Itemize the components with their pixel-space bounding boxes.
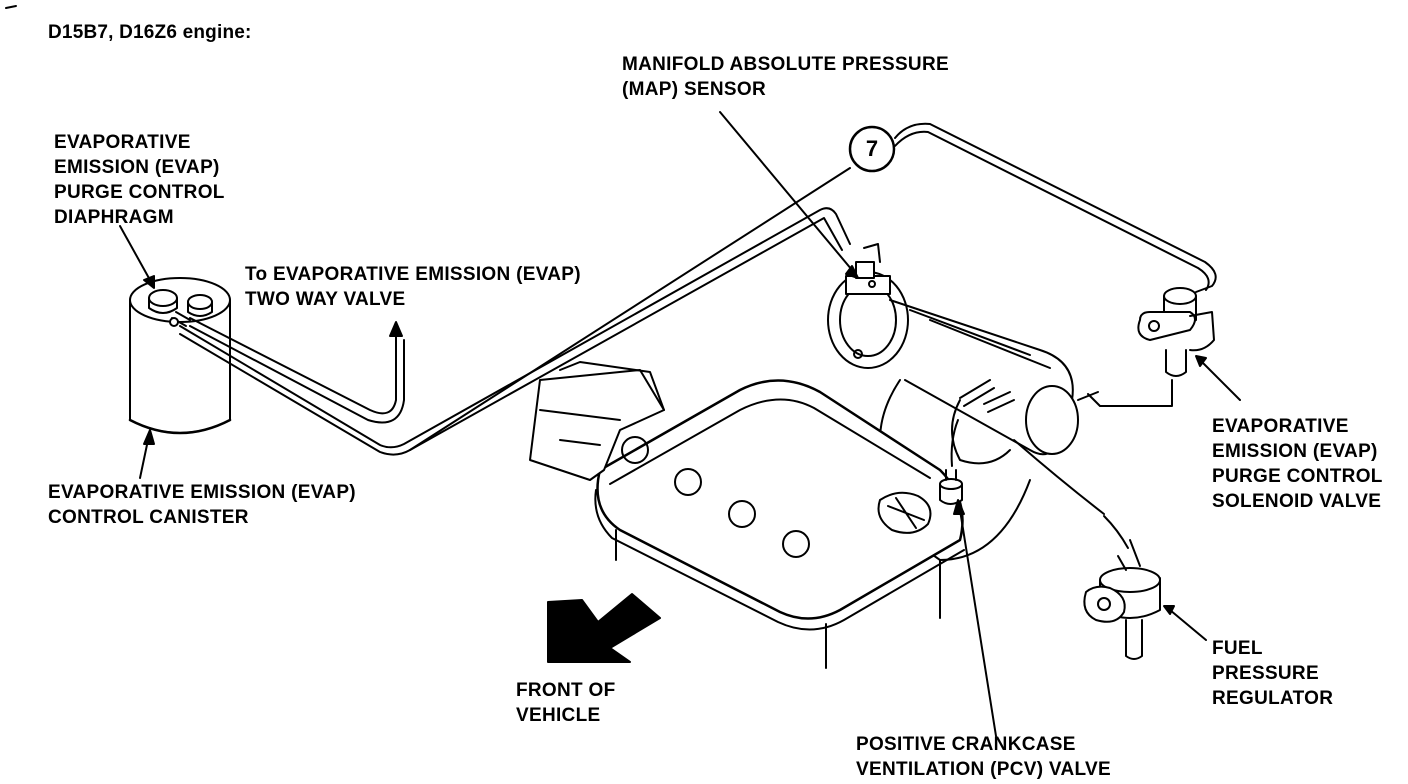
- label-front-of-vehicle-line-2: VEHICLE: [516, 705, 601, 726]
- label-evap-purge-solenoid-line-4: SOLENOID VALVE: [1212, 491, 1382, 512]
- label-evap-purge-solenoid-line-3: PURGE CONTROL: [1212, 466, 1383, 487]
- label-evap-purge-diaphragm-line-4: DIAPHRAGM: [54, 207, 174, 228]
- label-evap-purge-solenoid: EVAPORATIVE EMISSION (EVAP) PURGE CONTRO…: [1212, 414, 1383, 514]
- label-pcv-valve: POSITIVE CRANKCASE VENTILATION (PCV) VAL…: [856, 732, 1111, 782]
- two-way-valve-arrow: [389, 321, 403, 337]
- valve-cover-drawing: [594, 379, 965, 669]
- label-fuel-pressure-regulator-line-2: PRESSURE: [1212, 663, 1319, 684]
- front-arrow-drawing: [547, 593, 661, 663]
- pcv-valve-drawing: [939, 419, 963, 505]
- label-evap-canister: EVAPORATIVE EMISSION (EVAP) CONTROL CANI…: [48, 480, 356, 530]
- label-front-of-vehicle: FRONT OF VEHICLE: [516, 678, 616, 728]
- label-evap-purge-diaphragm-line-2: EMISSION (EVAP): [54, 157, 220, 178]
- label-map-sensor-line-1: MANIFOLD ABSOLUTE PRESSURE: [622, 54, 949, 75]
- label-evap-purge-diaphragm-line-1: EVAPORATIVE: [54, 132, 191, 153]
- canister-hoses: [179, 122, 1217, 456]
- label-fuel-pressure-regulator-line-1: FUEL: [1212, 638, 1263, 659]
- label-evap-purge-solenoid-line-1: EVAPORATIVE: [1212, 416, 1349, 437]
- label-evap-purge-solenoid-line-2: EMISSION (EVAP): [1212, 441, 1378, 462]
- label-evap-purge-diaphragm-line-3: PURGE CONTROL: [54, 182, 225, 203]
- label-evap-purge-diaphragm: EVAPORATIVE EMISSION (EVAP) PURGE CONTRO…: [54, 130, 225, 230]
- label-evap-canister-line-1: EVAPORATIVE EMISSION (EVAP): [48, 482, 356, 503]
- page-title: D15B7, D16Z6 engine:: [48, 22, 252, 43]
- stray-mark: [5, 5, 17, 9]
- distributor-drawing: [529, 361, 665, 481]
- callout-circle: [848, 125, 896, 173]
- fuel-pressure-regulator-drawing: [1013, 439, 1161, 660]
- evap-canister-drawing: [128, 277, 232, 435]
- label-pcv-valve-line-2: VENTILATION (PCV) VALVE: [856, 759, 1111, 780]
- label-front-of-vehicle-line-1: FRONT OF: [516, 680, 616, 701]
- callout-number-7: 7: [865, 136, 879, 161]
- leader-lines: [119, 111, 1241, 737]
- label-evap-canister-line-2: CONTROL CANISTER: [48, 507, 249, 528]
- label-two-way-valve-line-2: TWO WAY VALVE: [245, 289, 406, 310]
- label-map-sensor-line-2: (MAP) SENSOR: [622, 79, 766, 100]
- label-two-way-valve: To EVAPORATIVE EMISSION (EVAP) TWO WAY V…: [245, 262, 581, 312]
- label-map-sensor: MANIFOLD ABSOLUTE PRESSURE (MAP) SENSOR: [622, 52, 949, 102]
- throttle-body-drawing: [827, 243, 909, 369]
- label-pcv-valve-line-1: POSITIVE CRANKCASE: [856, 734, 1076, 755]
- label-two-way-valve-line-1: To EVAPORATIVE EMISSION (EVAP): [245, 264, 581, 285]
- purge-solenoid-drawing: [1087, 287, 1215, 407]
- label-fuel-pressure-regulator: FUEL PRESSURE REGULATOR: [1212, 636, 1333, 711]
- label-fuel-pressure-regulator-line-3: REGULATOR: [1212, 688, 1334, 709]
